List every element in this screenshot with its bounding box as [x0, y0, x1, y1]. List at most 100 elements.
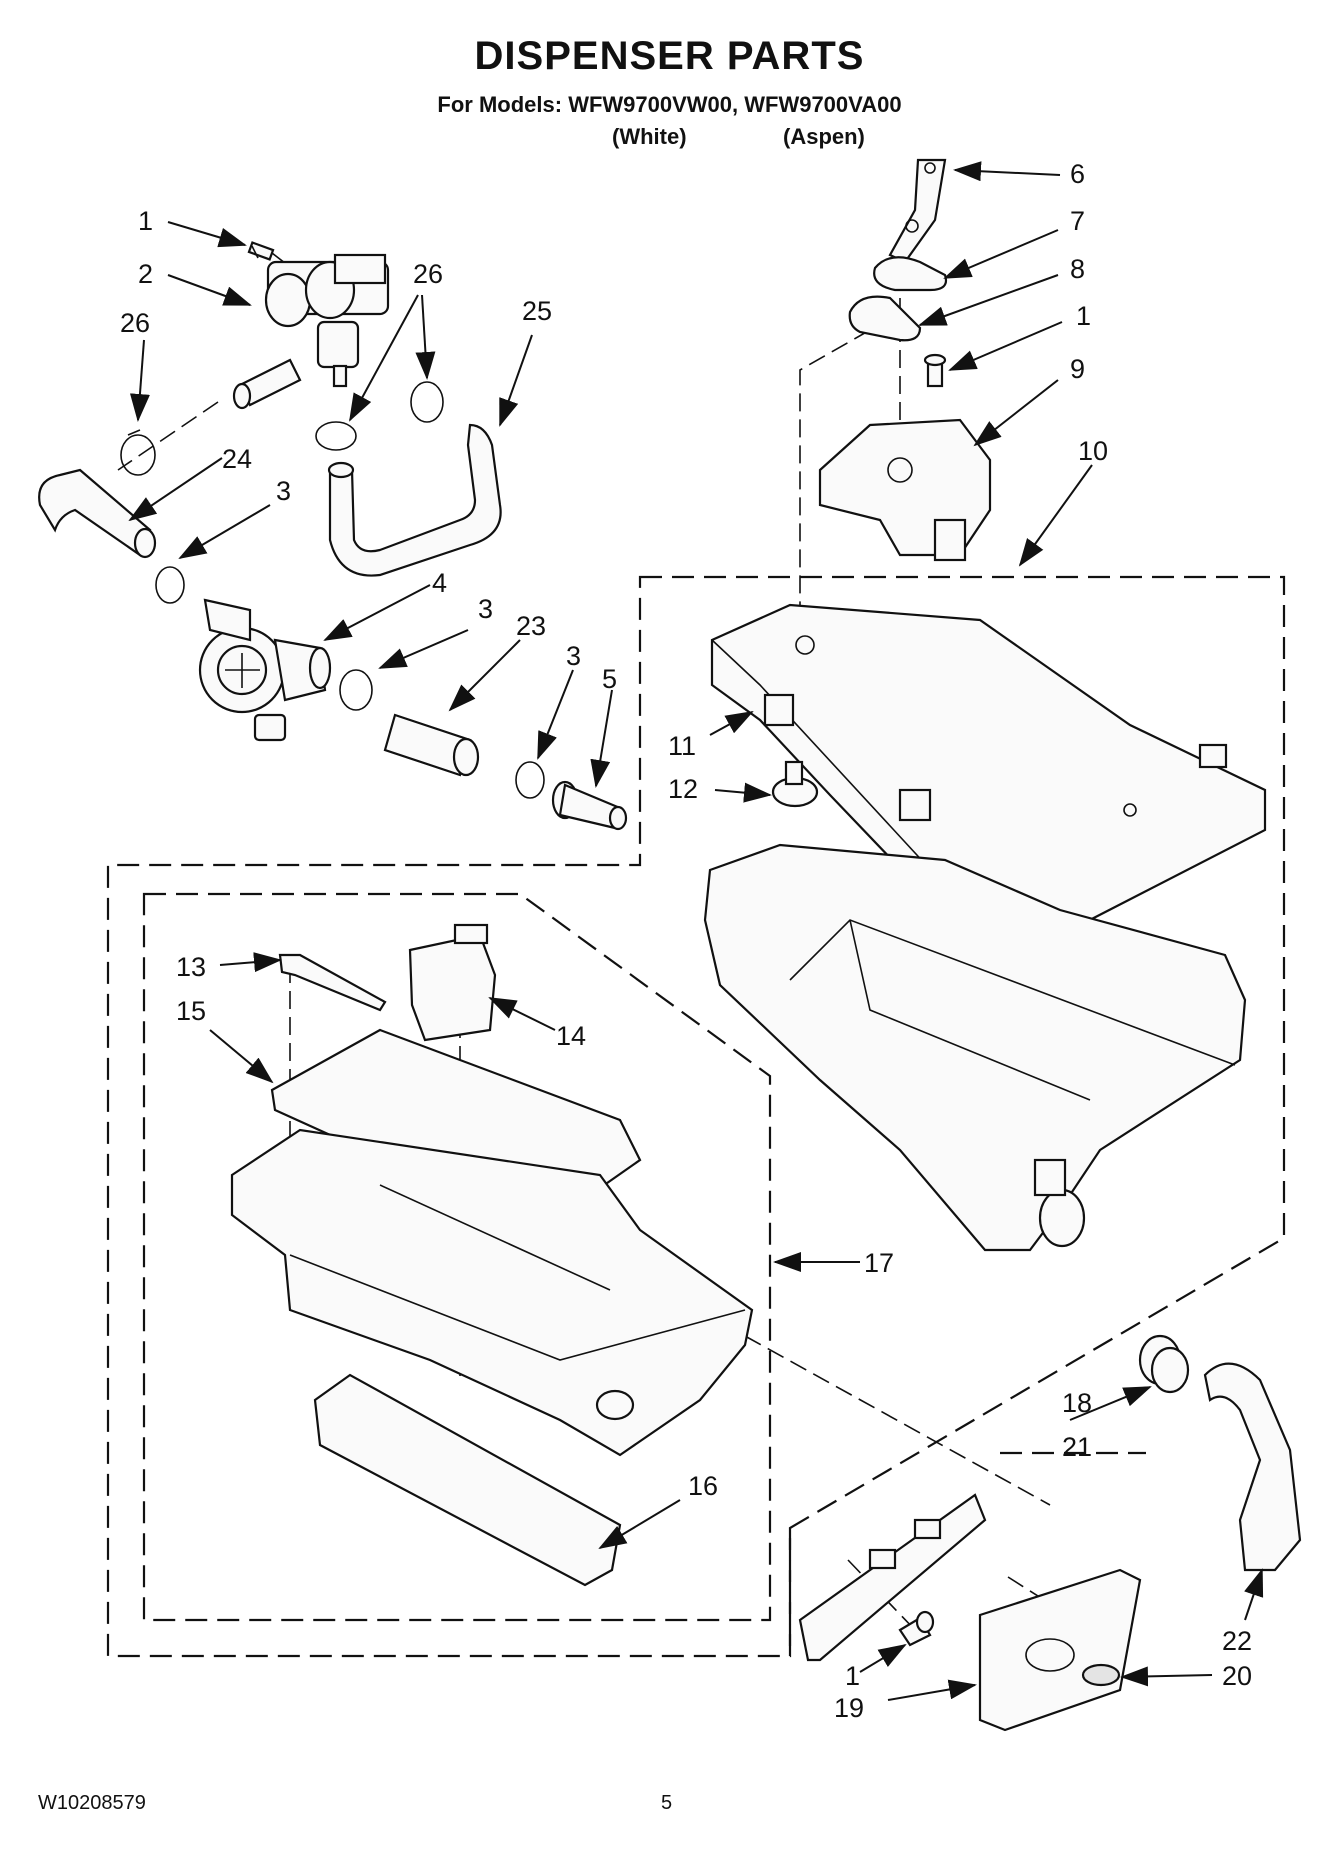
callout-11: 11: [668, 731, 696, 761]
screw-part-1-right: [923, 353, 947, 388]
callout-25: 25: [522, 296, 552, 326]
cam-part-7: [873, 256, 948, 292]
arrow-20: [1120, 1666, 1213, 1687]
arrow-3-c: [537, 669, 574, 760]
callout-13: 13: [176, 952, 206, 982]
callout-19: 19: [834, 1693, 864, 1723]
cap-part-14: [408, 923, 497, 1042]
arrow-13: [219, 952, 282, 973]
callout-10: 10: [1078, 436, 1108, 466]
callout-18: 18: [1062, 1388, 1092, 1418]
callout-17: 17: [864, 1248, 894, 1278]
arrow-11: [709, 711, 754, 736]
arrow-22: [1244, 1568, 1264, 1621]
arrow-12: [714, 782, 772, 803]
dispenser-housing-boundary: [106, 575, 1286, 1658]
connector-handle-lens: [1007, 1576, 1061, 1611]
callout-9: 9: [1070, 354, 1085, 384]
arrow-23: [448, 639, 521, 712]
callout-1-bottom: 1: [845, 1661, 860, 1691]
hose-clamp-part-26-right: [410, 381, 444, 423]
arrow-25: [499, 334, 533, 427]
callout-23: 23: [516, 611, 546, 641]
arrow-16: [598, 1499, 681, 1550]
connector-panel-screw: [847, 1559, 916, 1631]
hose-clamp-part-3-a: [155, 566, 185, 604]
nozzle-part-5: [551, 780, 628, 831]
arrow-2: [167, 274, 252, 306]
arrow-3-b: [378, 629, 469, 669]
variant-aspen: (Aspen): [783, 124, 865, 149]
page-title: DISPENSER PARTS: [474, 34, 865, 78]
callout-1-right: 1: [1076, 301, 1091, 331]
callout-12: 12: [668, 774, 698, 804]
callout-21: 21: [1062, 1432, 1092, 1462]
tube-part-23: [383, 713, 480, 777]
arrow-10: [1018, 464, 1093, 567]
handle-lens-recess: [1025, 1638, 1075, 1672]
arrow-26-right: [415, 294, 436, 380]
document-number: W10208579: [38, 1792, 146, 1814]
arrow-9: [973, 379, 1059, 447]
actuator-part-9: [818, 418, 992, 562]
arrow-1-right: [948, 321, 1063, 371]
arrow-1: [167, 221, 247, 248]
arrow-6: [953, 161, 1061, 182]
arrow-8: [918, 274, 1059, 326]
arrow-26-left: [129, 339, 150, 422]
callout-6: 6: [1070, 159, 1085, 189]
hose-clamp-part-26-center: [315, 421, 357, 451]
callout-3-b: 3: [478, 594, 493, 624]
arrow-19: [887, 1679, 977, 1701]
arrow-3-a: [178, 504, 271, 560]
inlet-hose-part-24: [38, 468, 152, 557]
hose-clamp-part-3-c: [515, 761, 545, 799]
u-hose-part-25: [328, 423, 502, 577]
water-valve-part-2: [232, 253, 390, 410]
cam-lever-part-6: [888, 158, 947, 264]
arrow-24: [128, 457, 223, 522]
handle-part-19: [978, 1568, 1142, 1732]
connector-drawer-panel: [744, 1335, 1051, 1506]
connector-cam-lid: [799, 329, 871, 622]
callout-3-a: 3: [276, 476, 291, 506]
arrow-1-bottom: [859, 1643, 907, 1673]
arrow-14: [488, 997, 556, 1031]
callout-7: 7: [1070, 206, 1085, 236]
connector-valve-hose: [117, 401, 219, 471]
callout-2: 2: [138, 259, 153, 289]
callout-24: 24: [222, 444, 252, 474]
fill-valve-part-4: [198, 598, 332, 742]
panel-bracket-part-18: [798, 1493, 987, 1662]
dispenser-housing: [703, 843, 1247, 1252]
gasket-part-8: [848, 295, 922, 342]
page-number: 5: [661, 1792, 673, 1814]
hose-clamp-part-26-left: [120, 429, 156, 476]
variant-white: (White): [612, 124, 687, 149]
arrow-5: [590, 689, 613, 788]
screw-part-1-bottom: [898, 1610, 935, 1647]
screw-part-1: [247, 241, 275, 261]
models-line: For Models: WFW9700VW00, WFW9700VA00: [437, 92, 902, 117]
callout-22: 22: [1222, 1626, 1252, 1656]
hose-clamp-part-3-b: [339, 669, 373, 711]
arrow-21: [1069, 1386, 1152, 1421]
arrow-15: [209, 1029, 274, 1084]
drain-hose-part-22: [1203, 1362, 1302, 1572]
callout-5: 5: [602, 664, 617, 694]
callout-3-c: 3: [566, 641, 581, 671]
siphon-tray-part-16: [313, 1373, 622, 1587]
clip-part-13: [278, 953, 387, 1012]
callout-4: 4: [432, 568, 447, 598]
callout-14: 14: [556, 1021, 586, 1051]
fitting-part-12: [771, 760, 819, 808]
u-hose-end: [327, 461, 355, 479]
callout-20: 20: [1222, 1661, 1252, 1691]
callout-1: 1: [138, 206, 153, 236]
callout-26-right: 26: [413, 259, 443, 289]
arrow-26-center: [349, 294, 419, 422]
callout-26-left: 26: [120, 308, 150, 338]
lens-part-20: [1081, 1663, 1121, 1687]
coupler-part-21: [1138, 1334, 1190, 1394]
